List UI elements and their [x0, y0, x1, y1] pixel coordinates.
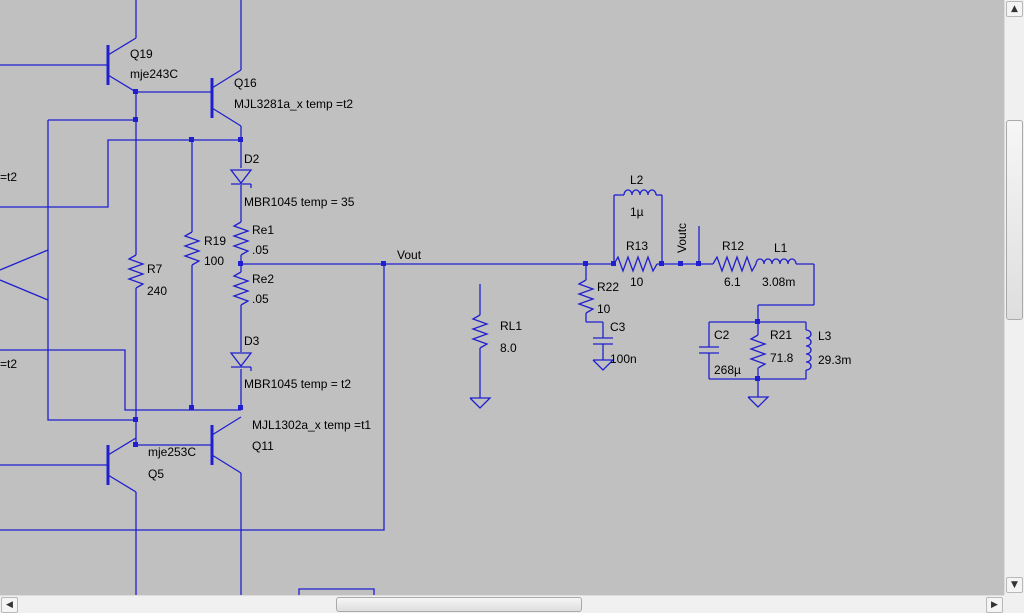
r13-ref: R13 [626, 239, 648, 253]
re1-value: .05 [252, 243, 269, 257]
d2-value: MBR1045 temp = 35 [244, 195, 355, 209]
r12-ref: R12 [722, 239, 744, 253]
c2-value: 268µ [714, 363, 741, 377]
q16-ref: Q16 [234, 76, 257, 90]
scroll-up-button[interactable]: ▲ [1006, 1, 1023, 17]
q16-value: MJL3281a_x temp =t2 [234, 97, 353, 111]
l3-ref: L3 [818, 329, 832, 343]
re2-value: .05 [252, 292, 269, 306]
r22-ref: R22 [597, 280, 619, 294]
c3-value: 100n [610, 352, 637, 366]
c2-ref: C2 [714, 328, 730, 342]
c3-ref: C3 [610, 320, 626, 334]
voutc-label: Voutc [675, 223, 689, 253]
r12-value: 6.1 [724, 275, 741, 289]
scrollbar-corner [1004, 595, 1024, 613]
d3-value: MBR1045 temp = t2 [244, 377, 351, 391]
d2-ref: D2 [244, 152, 260, 166]
horizontal-scroll-thumb[interactable] [336, 597, 582, 612]
vertical-scroll-thumb[interactable] [1006, 120, 1023, 320]
labels: Q19 mje243C Q16 MJL3281a_x temp =t2 D2 M… [0, 47, 851, 481]
left-net-label-a: =t2 [0, 170, 17, 184]
chevron-left-icon: ◀ [6, 600, 13, 610]
l3-value: 29.3m [818, 353, 851, 367]
l1-ref: L1 [774, 241, 788, 255]
re2-ref: Re2 [252, 272, 274, 286]
vertical-scrollbar[interactable]: ▲ ▼ [1004, 0, 1024, 595]
r13-value: 10 [630, 275, 644, 289]
r22-value: 10 [597, 302, 611, 316]
r7-value: 240 [147, 284, 167, 298]
schematic-drawing[interactable]: Q19 mje243C Q16 MJL3281a_x temp =t2 D2 M… [0, 0, 1004, 595]
junction-dots [133, 89, 760, 447]
rl1-ref: RL1 [500, 319, 522, 333]
scroll-right-button[interactable]: ▶ [986, 597, 1003, 613]
r21-value: 71.8 [770, 351, 794, 365]
q19-ref: Q19 [130, 47, 153, 61]
q11-ref: Q11 [252, 439, 274, 453]
l1-value: 3.08m [762, 275, 795, 289]
chevron-up-icon: ▲ [1011, 4, 1018, 14]
q19-value: mje243C [130, 67, 178, 81]
q5-ref: Q5 [148, 467, 164, 481]
r19-ref: R19 [204, 234, 226, 248]
q5-value: mje253C [148, 445, 196, 459]
schematic-canvas[interactable]: Q19 mje243C Q16 MJL3281a_x temp =t2 D2 M… [0, 0, 1004, 595]
chevron-down-icon: ▼ [1011, 580, 1018, 590]
chevron-right-icon: ▶ [991, 600, 998, 610]
scroll-down-button[interactable]: ▼ [1006, 577, 1023, 593]
r7-ref: R7 [147, 262, 163, 276]
r21-ref: R21 [770, 328, 792, 342]
q11-value: MJL1302a_x temp =t1 [252, 418, 371, 432]
diode-symbols [229, 169, 253, 371]
left-net-label-b: =t2 [0, 357, 17, 371]
d3-ref: D3 [244, 334, 260, 348]
wires [0, 0, 815, 595]
re1-ref: Re1 [252, 223, 274, 237]
l2-value: 1µ [630, 205, 644, 219]
horizontal-scrollbar[interactable]: ◀ ▶ [0, 595, 1004, 613]
scroll-left-button[interactable]: ◀ [1, 597, 18, 613]
l2-ref: L2 [630, 173, 644, 187]
vout-label: Vout [397, 248, 422, 262]
rl1-value: 8.0 [500, 341, 517, 355]
r19-value: 100 [204, 254, 224, 268]
